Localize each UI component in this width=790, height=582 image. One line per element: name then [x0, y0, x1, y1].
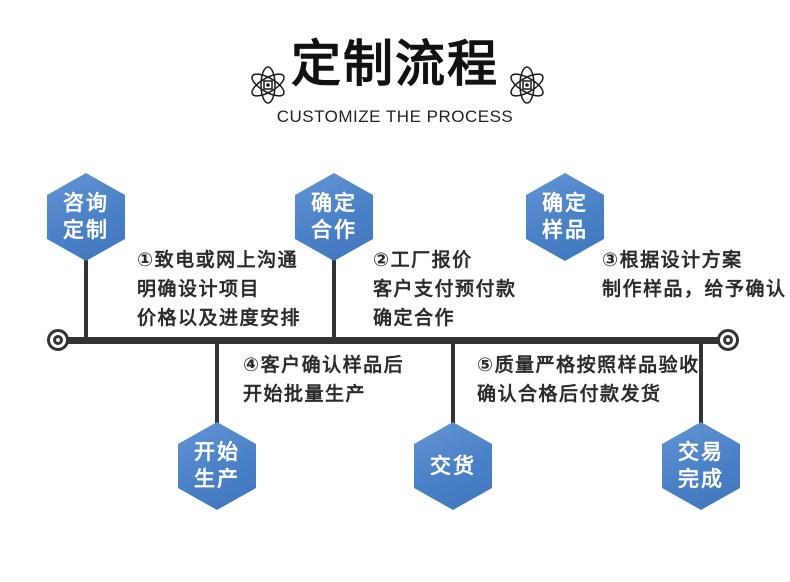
- atom-icon: [506, 64, 548, 106]
- hexagon-label: 完成: [678, 468, 724, 491]
- step4-description: ④客户确认样品后 开始批量生产: [243, 351, 404, 409]
- hexagon-label: 咨询: [63, 192, 109, 215]
- step-line: 明确设计项目: [137, 279, 261, 300]
- hexagon-node-deal-complete: 交易 完成: [662, 422, 740, 510]
- hexagon-node-delivery: 交货: [414, 422, 492, 510]
- step3-description: ③根据设计方案 制作样品，给予确认: [602, 246, 787, 304]
- connector-step5: [451, 340, 455, 426]
- hexagon-node-consult-customize: 咨询 定制: [47, 173, 125, 261]
- step-line: 开始批量生产: [243, 384, 367, 405]
- hexagon-label: 生产: [194, 468, 240, 491]
- atom-icon: [247, 64, 289, 106]
- hexagon-label: 样品: [542, 219, 588, 242]
- hexagon-label: 交货: [430, 454, 476, 478]
- connector-step4: [215, 340, 219, 426]
- connector-step6: [699, 340, 703, 426]
- step2-description: ②工厂报价 客户支付预付款 确定合作: [373, 246, 517, 333]
- step-line: 确认合格后付款发货: [477, 384, 662, 405]
- page-subtitle: CUSTOMIZE THE PROCESS: [276, 107, 514, 126]
- connector-step2: [332, 250, 336, 341]
- hexagon-label: 合作: [311, 219, 357, 242]
- hexagon-label: 开始: [194, 441, 240, 464]
- hexagon-label: 交易: [678, 441, 724, 464]
- hexagon-label: 确定: [542, 192, 588, 215]
- step-line: ①致电或网上沟通: [137, 250, 299, 271]
- hexagon-node-confirm-sample: 确定 样品: [526, 173, 604, 261]
- hexagon-node-start-production: 开始 生产: [178, 422, 256, 510]
- hexagon-label: 确定: [311, 192, 357, 215]
- step-line: 制作样品，给予确认: [602, 279, 787, 300]
- step-line: ④客户确认样品后: [243, 355, 405, 376]
- step-line: 确定合作: [373, 308, 456, 329]
- step1-description: ①致电或网上沟通 明确设计项目 价格以及进度安排: [137, 246, 301, 333]
- step-line: ⑤质量严格按照样品验收: [477, 355, 700, 376]
- hexagon-node-confirm-cooperation: 确定 合作: [295, 173, 373, 261]
- step-line: ③根据设计方案: [602, 250, 743, 271]
- step-line: 价格以及进度安排: [137, 308, 302, 329]
- timeline-start-node: [47, 329, 69, 351]
- page-title: 定制流程: [291, 36, 499, 92]
- ring-dot: [53, 335, 63, 345]
- hexagon-label: 定制: [63, 219, 109, 242]
- connector-step1: [84, 250, 88, 341]
- step-line: 客户支付预付款: [373, 279, 517, 300]
- ring-dot: [723, 335, 733, 345]
- timeline-end-node: [717, 329, 739, 351]
- timeline-axis: [58, 337, 728, 344]
- step-line: ②工厂报价: [373, 250, 473, 271]
- step5-description: ⑤质量严格按照样品验收 确认合格后付款发货: [477, 351, 700, 409]
